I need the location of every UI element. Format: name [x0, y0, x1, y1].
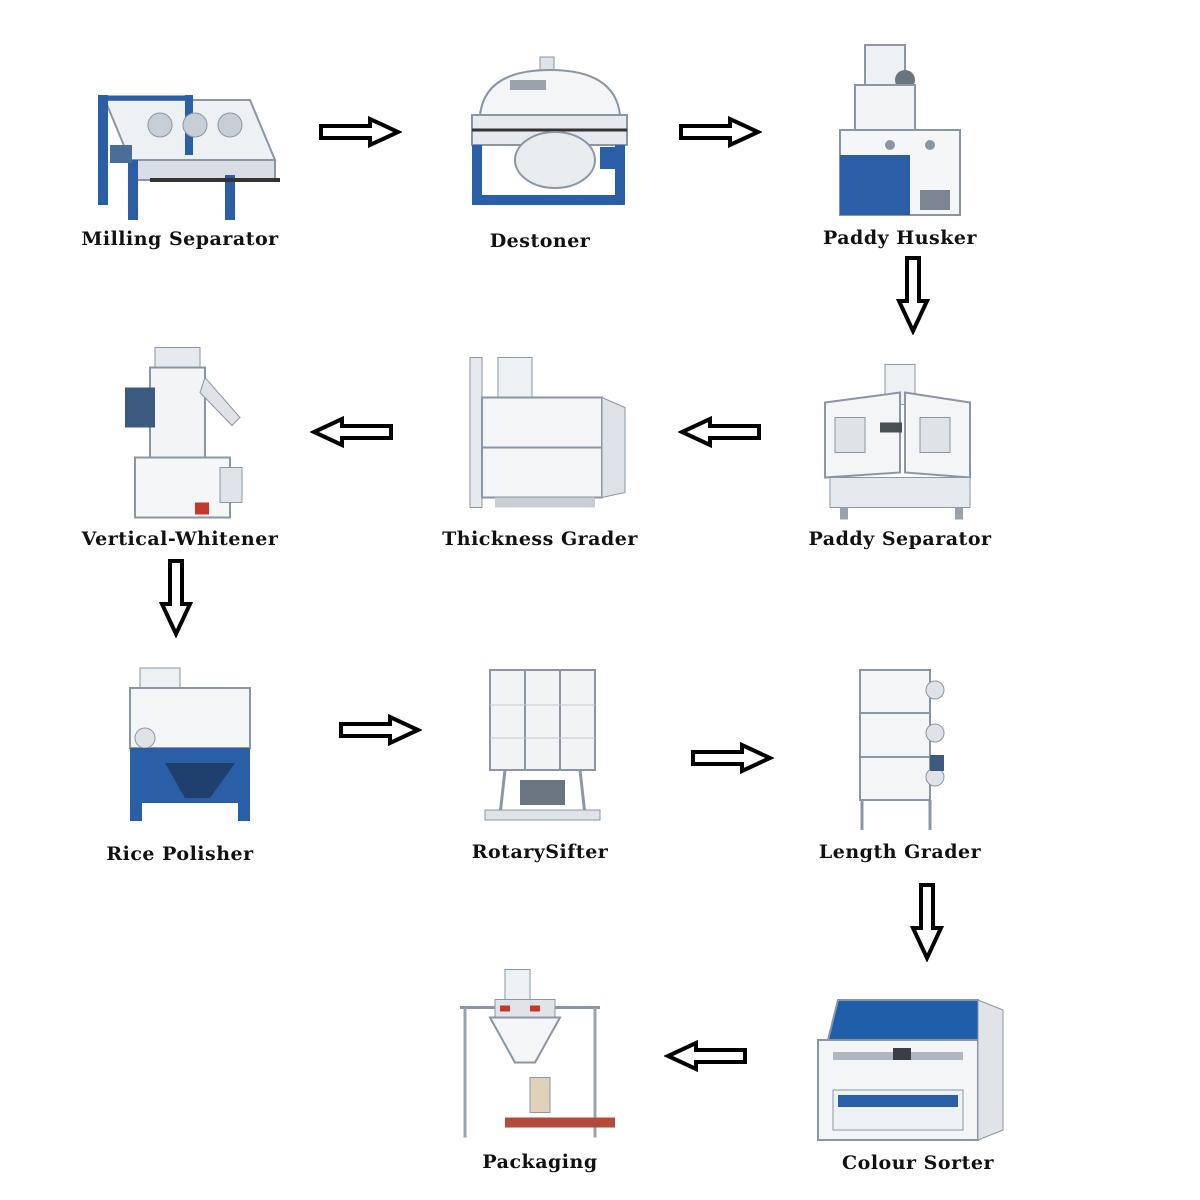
step-label: Vertical-Whitener — [81, 528, 279, 550]
rice-polisher-illustration — [129, 667, 251, 821]
step-label: Thickness Grader — [442, 528, 638, 550]
step-label: RotarySifter — [471, 841, 609, 863]
packaging-illustration — [460, 969, 615, 1138]
step-milling-separator: Milling Separator — [50, 60, 310, 290]
paddy-husker-illustration — [839, 44, 961, 216]
step-label: Packaging — [482, 1151, 598, 1173]
step-rotary-sifter: RotarySifter — [410, 645, 670, 875]
arrow-left-icon — [664, 1040, 748, 1072]
step-rice-polisher: Rice Polisher — [50, 648, 310, 878]
step-label: Colour Sorter — [842, 1152, 994, 1174]
step-label: Rice Polisher — [106, 843, 254, 865]
arrow-down-icon — [159, 558, 193, 638]
step-destoner: Destoner — [410, 40, 670, 270]
arrow-right-icon — [678, 116, 762, 148]
step-label: Milling Separator — [81, 228, 279, 250]
arrow-down-icon — [896, 255, 930, 335]
vertical-whitener-illustration — [125, 347, 243, 519]
colour-sorter-illustration — [817, 999, 1004, 1141]
arrow-right-icon — [338, 714, 422, 746]
step-packaging: Packaging — [410, 955, 670, 1185]
destoner-illustration — [471, 56, 628, 205]
paddy-separator-illustration — [824, 364, 971, 520]
step-paddy-separator: Paddy Separator — [770, 345, 1030, 575]
step-length-grader: Length Grader — [770, 650, 1030, 880]
length-grader-illustration — [859, 669, 945, 830]
arrow-right-icon — [318, 116, 402, 148]
step-vertical-whitener: Vertical-Whitener — [50, 335, 310, 565]
milling-separator-illustration — [98, 95, 280, 220]
step-label: Paddy Husker — [822, 227, 978, 249]
thickness-grader-illustration — [469, 357, 626, 508]
step-label: Length Grader — [818, 841, 982, 863]
step-label: Destoner — [489, 230, 591, 252]
step-label: Paddy Separator — [808, 528, 992, 550]
arrow-left-icon — [678, 416, 762, 448]
arrow-right-icon — [690, 742, 774, 774]
step-colour-sorter: Colour Sorter — [788, 970, 1048, 1200]
step-paddy-husker: Paddy Husker — [770, 30, 1030, 260]
step-thickness-grader: Thickness Grader — [410, 335, 670, 565]
rotary-sifter-illustration — [484, 669, 601, 821]
arrow-down-icon — [910, 882, 944, 962]
arrow-left-icon — [310, 416, 394, 448]
